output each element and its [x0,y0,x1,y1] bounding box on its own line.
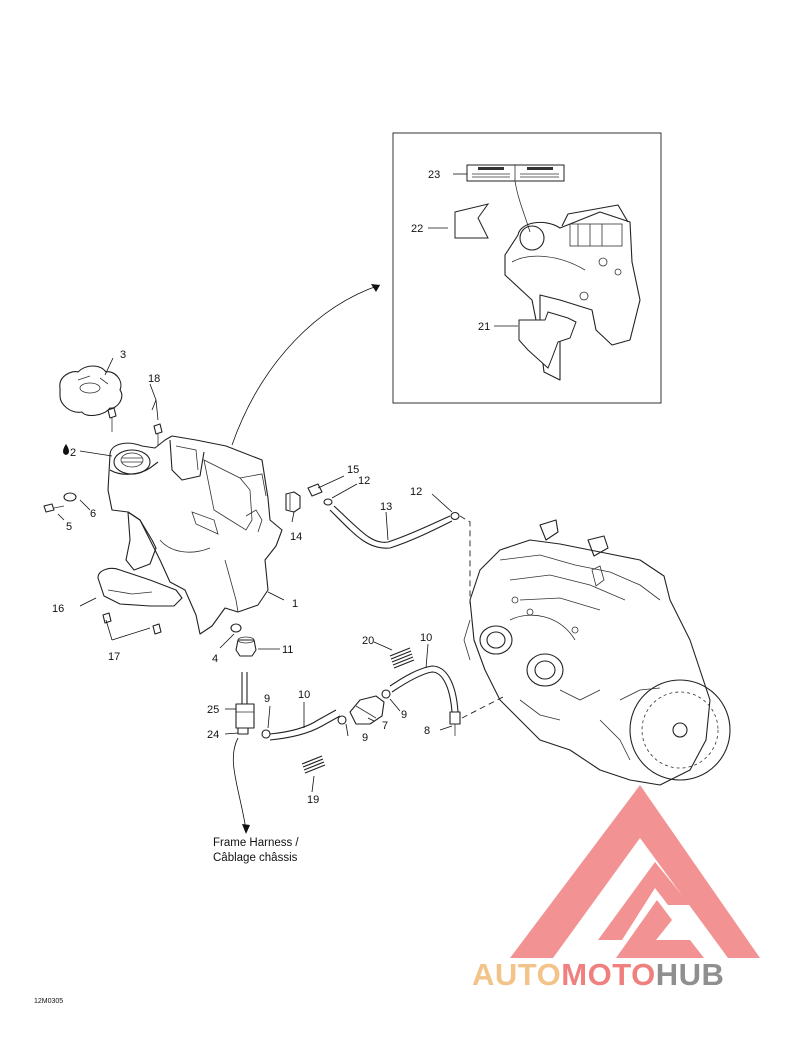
sensor-25 [235,672,255,729]
callout-10-b: 10 [420,632,432,644]
callout-12-a: 12 [358,475,370,487]
detail-arrow [231,284,381,446]
spring-19 [301,755,326,774]
callout-21: 21 [478,321,490,333]
callout-4: 4 [212,653,218,665]
dash-hose13-engine [459,515,471,604]
grommet-4 [230,623,242,633]
callout-17: 17 [108,651,120,663]
decal-21 [518,311,577,369]
hose-13 [329,505,453,549]
screw-5 [43,503,65,513]
callout-10-a: 10 [298,689,310,701]
fuel-filter-7 [349,695,385,725]
clamp-9c [381,689,391,699]
callout-1: 1 [292,598,298,610]
engine [463,519,731,786]
callout-14: 14 [290,531,302,543]
connector-24 [232,727,250,834]
callout-20: 20 [362,635,374,647]
oil-drop-symbol [63,444,69,455]
callout-23: 23 [428,169,440,181]
callout-5: 5 [66,521,72,533]
watermark-text-hub: HUB [656,957,725,992]
fitting-8 [449,711,461,736]
frame-harness-caption-line2: Câblage châssis [213,852,298,864]
callout-6: 6 [90,508,96,520]
watermark-logo-mark [510,785,760,958]
sensor-11 [235,636,257,657]
dash-fitting8-engine [461,695,506,719]
callout-19: 19 [307,794,319,806]
spring-20 [389,647,415,669]
washer-6 [63,492,77,502]
callout-3: 3 [120,349,126,361]
decal-23 [466,164,565,233]
callout-numbers: 1 2 3 4 5 6 7 8 9 9 9 10 10 11 12 12 13 … [52,169,490,806]
leader-lines [57,173,518,793]
drawing-code: 12M0305 [34,998,63,1005]
callout-9-c: 9 [401,709,407,721]
frame-harness-caption-line1: Frame Harness / [213,837,299,849]
grommet-14 [285,491,301,513]
watermark-text-moto: MOTO [561,957,655,992]
callout-13: 13 [380,501,392,513]
callout-18: 18 [148,373,160,385]
fitting-15 [307,483,323,497]
callout-16: 16 [52,603,64,615]
callout-8: 8 [424,725,430,737]
callout-25: 25 [207,704,219,716]
svg-text:AUTOMOTOHUB: AUTOMOTOHUB [472,957,724,992]
watermark-text: AUTOMOTOHUB [472,957,724,992]
callout-12-b: 12 [410,486,422,498]
callout-9-b: 9 [362,732,368,744]
callout-9-a: 9 [264,693,270,705]
clamp-9b [337,715,347,725]
callout-22: 22 [411,223,423,235]
callout-7: 7 [382,720,388,732]
filler-cap-3 [59,365,123,417]
callout-11: 11 [282,644,293,656]
inset-frame [392,132,662,404]
hose-10-upper [389,665,459,713]
hose-10-lower [269,709,341,741]
callout-15: 15 [347,464,359,476]
callout-24: 24 [207,729,219,741]
callout-2: 2 [70,447,76,459]
screw-18 [107,407,163,446]
decal-22 [454,203,490,239]
heat-shield-16 [97,567,183,607]
watermark-text-auto: AUTO [472,957,561,992]
screw-17 [102,612,162,635]
clamp-12b [450,511,460,521]
oil-tank-1 [107,435,283,635]
inset-oil-tank [504,204,641,381]
clamp-12a [323,498,333,506]
clamp-9a [261,729,271,739]
